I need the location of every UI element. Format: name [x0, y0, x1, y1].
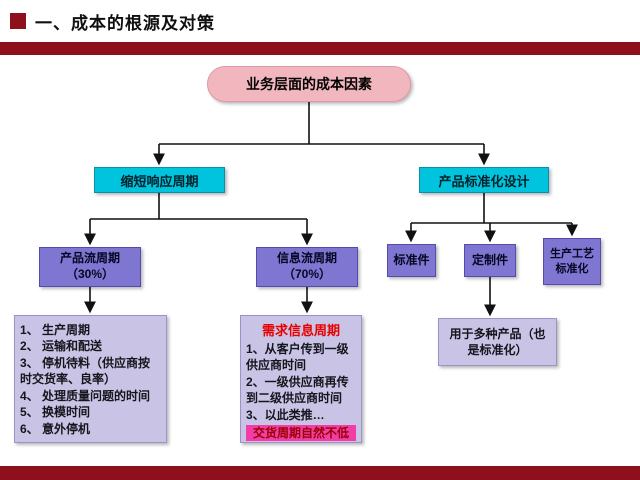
- list-item: 1、从客户传到一级供应商时间: [246, 341, 349, 373]
- slide-header: 一、成本的根源及对策: [0, 0, 640, 42]
- list-item: 2、 运输和配送: [20, 339, 103, 354]
- list-item: 1、 生产周期: [20, 323, 91, 337]
- node-info-flow-cycle: 信息流周期 （70%）: [256, 247, 358, 287]
- delivery-cycle-highlight: 交货周期自然不低: [246, 424, 356, 442]
- list-item: 5、 换模时间: [20, 405, 91, 420]
- node-standard-part: 标准件: [387, 244, 436, 277]
- list-item: 4、 处理质量问题的时间: [20, 388, 151, 403]
- list-item: 2、一级供应商再传到二级供应商时间: [246, 374, 349, 406]
- bottom-divider-bar: [0, 466, 640, 480]
- node-process-standardization: 生产工艺标准化: [543, 238, 601, 285]
- top-divider-bar: [0, 42, 640, 55]
- demand-info-cycle-title: 需求信息周期: [261, 323, 340, 338]
- custom-part-note: 用于多种产品（也是标准化）: [438, 318, 557, 366]
- list-item: 6、 意外停机: [20, 421, 91, 436]
- info-flow-detail-list: 需求信息周期 1、从客户传到一级供应商时间 2、一级供应商再传到二级供应商时间 …: [240, 315, 362, 443]
- node-product-standardization-design: 产品标准化设计: [419, 167, 549, 193]
- list-item: 3、以此类推…: [246, 407, 325, 422]
- connector-trunk-lines: [90, 102, 572, 224]
- node-shorten-response-cycle: 缩短响应周期: [94, 167, 225, 193]
- title-bullet-square: [10, 13, 26, 29]
- node-product-flow-cycle: 产品流周期 （30%）: [39, 247, 141, 287]
- node-business-cost-factors: 业务层面的成本因素: [207, 66, 411, 102]
- product-flow-detail-list: 1、 生产周期 2、 运输和配送 3、 停机待料（供应商按时交货率、良率） 4、…: [14, 315, 167, 443]
- page-title: 一、成本的根源及对策: [35, 13, 215, 33]
- list-item: 3、 停机待料（供应商按时交货率、良率）: [20, 355, 151, 387]
- node-custom-part: 定制件: [464, 244, 516, 277]
